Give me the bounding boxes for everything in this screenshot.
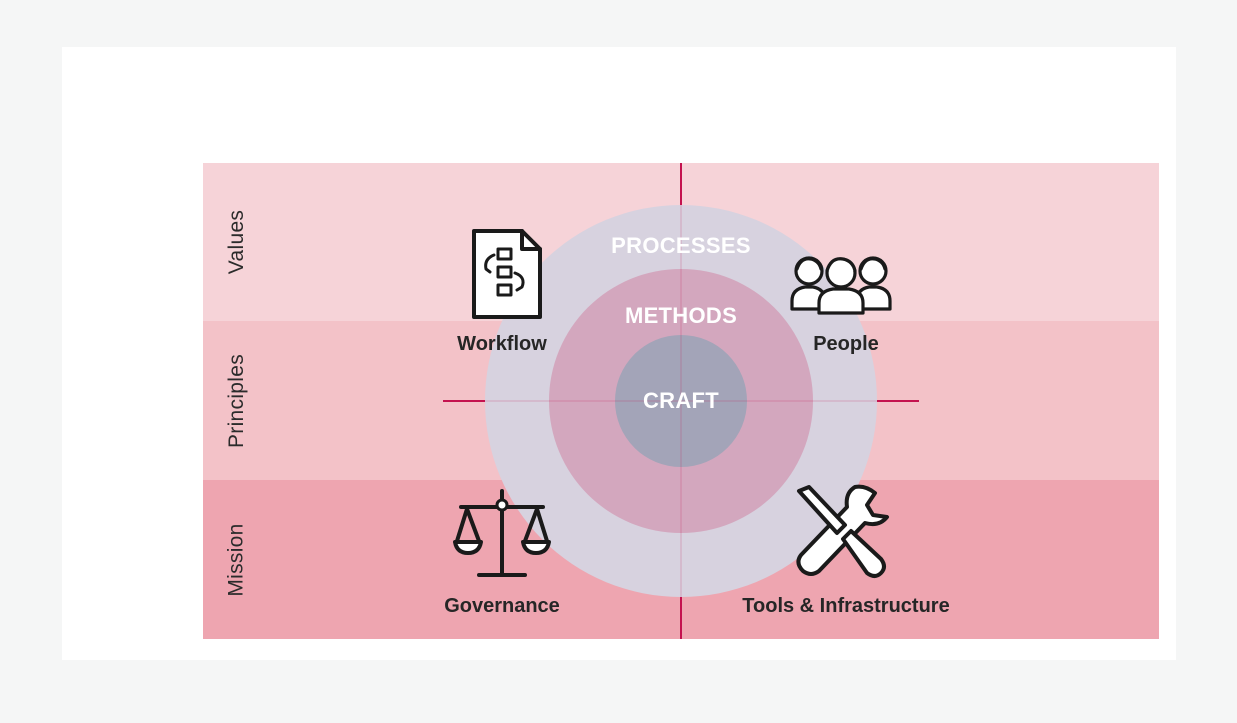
inner-circle	[615, 335, 747, 467]
quadrant-label-workflow: Workflow	[457, 333, 547, 355]
axis-lines	[443, 163, 919, 639]
framework-diagram: Values Principles Mission PROCESSES METH…	[203, 163, 1159, 639]
ring-label-craft: CRAFT	[642, 388, 720, 413]
ring-label-processes: PROCESSES	[611, 233, 751, 258]
people-group-icon	[790, 256, 892, 315]
quadrant-label-tools: Tools & Infrastructure	[742, 595, 950, 617]
quadrant-label-people: People	[813, 333, 879, 355]
scales-icon	[453, 489, 551, 577]
circles-overlay	[443, 163, 919, 639]
quadrant-label-governance: Governance	[444, 595, 560, 617]
workflow-document-icon	[472, 229, 542, 319]
wrench-screwdriver-icon	[796, 484, 889, 578]
diagram-card: Values Principles Mission PROCESSES METH…	[62, 47, 1176, 660]
ring-label-methods: METHODS	[624, 303, 738, 328]
